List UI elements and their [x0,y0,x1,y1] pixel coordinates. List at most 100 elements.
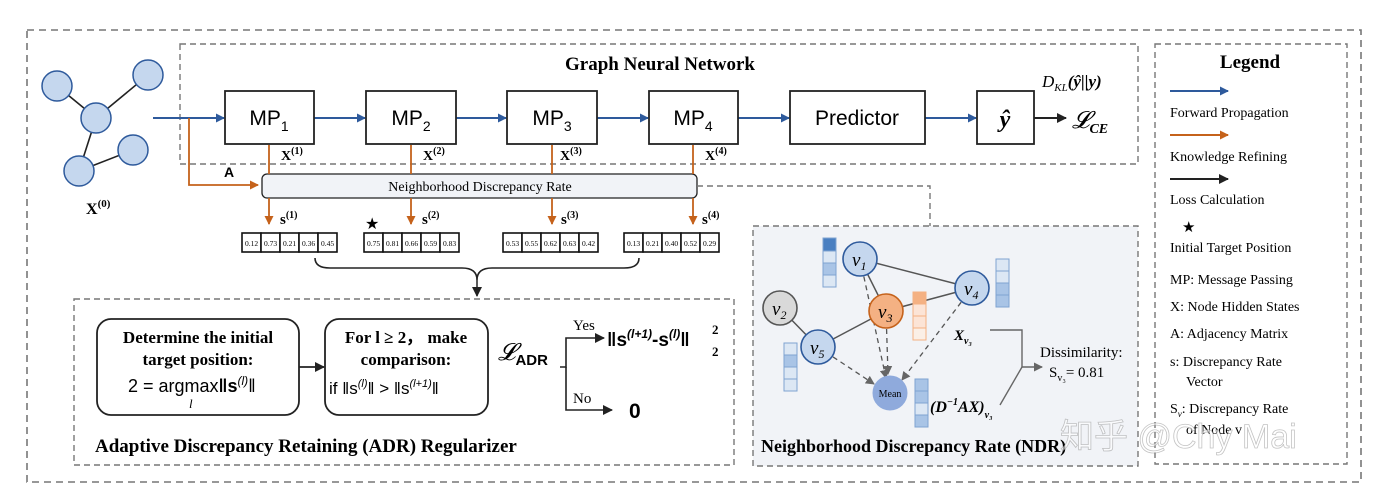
dissimilarity-arrow [990,329,1043,372]
legend-star-icon: ★ [1182,220,1195,236]
s-vector-value: 0.40 [665,239,678,248]
watermark: 知乎 @Chy Mai [1060,418,1297,456]
svg-text:target position:: target position: [143,350,254,369]
feature-vector-v3 [912,291,927,341]
svg-text:For l ≥ 2， make: For l ≥ 2， make [345,328,468,347]
graph-node [41,70,73,102]
svg-text:v3: v3 [878,302,892,325]
s-vector-value: 0.53 [506,239,519,248]
kl-divergence: DKL(ŷ||y) [1041,72,1102,94]
s-vector-value: 0.36 [302,239,315,248]
x3-label: X(3) [560,146,582,164]
loss-adr: 𝓛ADR [498,340,548,369]
ndr-node-v4: v4 [954,270,990,306]
no-result: 0 [629,400,641,423]
svg-text:MP1: MP1 [249,107,289,134]
ndr-title: Neighborhood Discrepancy Rate (NDR) [761,436,1066,457]
legend-item: MP: Message Passing [1170,273,1293,288]
feature-vector-v4 [995,258,1010,308]
initial-target-star: ★ [365,216,379,233]
svg-text:MP2: MP2 [391,107,431,134]
s-vector-value: 0.63 [563,239,576,248]
svg-text:v5: v5 [810,338,824,361]
s-vector-value: 0.75 [367,239,380,248]
s-vector-value: 0.73 [264,239,277,248]
s-vector-value: 0.83 [443,239,456,248]
svg-text:if ‖s(l)‖ > ‖s(l+1)‖: if ‖s(l)‖ > ‖s(l+1)‖ [329,378,439,398]
ndr-node-v2: v2 [762,290,798,326]
sv3-value: Sv₃= 0.81 [1049,365,1104,384]
ndr-graph: v1 v2 v3 v4 v5 Mean [762,237,1010,428]
gnn-frame [179,43,1139,165]
legend-item: Initial Target Position [1170,241,1291,256]
graph-node [63,155,95,187]
ndr-connector [697,185,931,231]
legend-item: X: Node Hidden States [1170,300,1299,315]
no-arrow [565,367,613,415]
s-vector-value: 0.55 [525,239,538,248]
legend-item: Sv: Discrepancy Rate [1170,402,1288,419]
feature-vector-mean [914,378,929,428]
s-vector-cell [699,232,720,253]
yes-equation: ‖s(l+1)-s(l)‖ [607,327,690,351]
svg-text:v2: v2 [772,299,786,322]
legend-item: s: Discrepancy Rate [1170,355,1282,370]
xv3-label: Xv₃ [953,328,972,347]
adr-box-comparison: For l ≥ 2， make comparison: if ‖s(l)‖ > … [324,318,489,416]
dissimilarity-arrow [999,366,1023,406]
ndr-node-v5: v5 [800,329,836,365]
svg-text:2 = argmax‖s(l)‖: 2 = argmax‖s(l)‖ [128,374,256,396]
adr-frame [73,298,735,466]
adr-box-initial-target: Determine the initial target position: 2… [96,318,300,416]
svg-text:ŷ: ŷ [997,107,1011,133]
svg-text:v4: v4 [964,279,978,302]
legend-item-cont: of Node v [1186,423,1242,438]
gnn-title: Graph Neural Network [565,54,755,75]
yes-eq-norm-sub: 2 [712,344,719,359]
yes-eq-power: 2 [712,322,719,337]
graph-node [117,134,149,166]
s-vector-value: 0.62 [544,239,557,248]
ndr-node-v3: v3 [868,293,904,329]
svg-text:Predictor: Predictor [815,107,899,130]
x4-label: X(4) [705,146,727,164]
s-vector-value: 0.59 [424,239,437,248]
svg-text:l: l [189,396,193,411]
mp-block-2: MP2 [365,90,457,145]
s-vector-value: 0.52 [684,239,697,248]
s1-label: s(1) [280,210,298,228]
adjacency-label: A [224,164,234,180]
legend-item: A: Adjacency Matrix [1170,327,1288,342]
yhat-block: ŷ [976,90,1035,145]
s-vector-cell [439,232,460,253]
s-vector-value: 0.66 [405,239,418,248]
graph-node [80,102,112,134]
mp-block-3: MP3 [506,90,598,145]
legend-item: Forward Propagation [1170,106,1289,121]
s-vector-value: 0.45 [321,239,334,248]
s3-label: s(3) [561,210,579,228]
s4-label: s(4) [702,210,720,228]
s-vector-cell [317,232,338,253]
adr-title: Adaptive Discrepancy Retaining (ADR) Reg… [95,436,517,457]
adjacency-arrow [188,118,259,190]
s-vector-value: 0.21 [646,239,659,248]
dax-label: (D−1AX)v₃ [930,397,993,421]
legend-frame [1154,43,1348,465]
s2-label: s(2) [422,210,440,228]
svg-text:MP4: MP4 [673,107,713,134]
svg-text:v1: v1 [852,250,866,273]
yes-arrow [560,333,605,368]
svg-text:Determine the initial: Determine the initial [123,328,273,347]
mp-block-1: MP1 [224,90,315,145]
brace [314,257,640,281]
graph-node [132,59,164,91]
svg-text:MP3: MP3 [532,107,572,134]
s-vector-value: 0.29 [703,239,716,248]
outer-frame [26,29,1362,483]
yes-label: Yes [573,318,595,334]
predictor-block: Predictor [789,90,926,145]
